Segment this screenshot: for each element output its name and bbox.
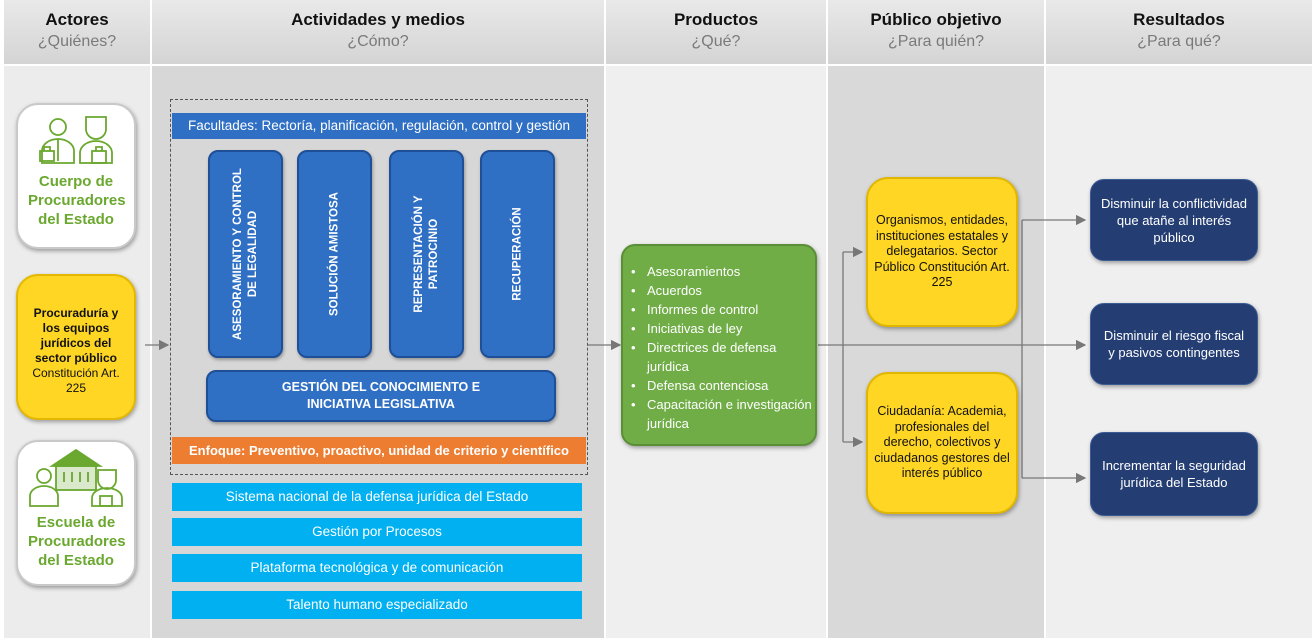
publico-ciudadania: Ciudadanía: Academia, profesionales del …	[866, 372, 1018, 514]
facultades-bar: Facultades: Rectoría, planificación, reg…	[172, 113, 586, 139]
resultado-seguridad-juridica: Incrementar la seguridad jurídica del Es…	[1090, 432, 1258, 516]
school-lawyers-icon	[29, 448, 123, 507]
header-title: Actores	[45, 10, 109, 29]
list-item: Defensa contenciosa	[631, 376, 815, 395]
list-item: Capacitación e investigación jurídica	[631, 395, 815, 433]
header-subtitle: ¿Para quién?	[887, 33, 985, 50]
pillar-label: RECUPERACIÓN	[511, 207, 523, 301]
header-publico: Público objetivo ¿Para quién?	[828, 0, 1046, 64]
medio-sistema-nacional: Sistema nacional de la defensa jurídica …	[172, 483, 582, 511]
list-item: Informes de control	[631, 300, 815, 319]
productos-list: Asesoramientos Acuerdos Informes de cont…	[623, 262, 815, 433]
lawyers-icon	[39, 116, 113, 164]
header-title: Resultados	[1133, 10, 1225, 29]
actor-label-bold: Procuraduría y los equipos jurídicos del…	[33, 306, 119, 365]
pillar-solucion-amistosa: SOLUCIÓN AMISTOSA	[297, 150, 372, 358]
header-resultados: Resultados ¿Para qué?	[1046, 0, 1312, 64]
column-publico	[828, 66, 1044, 638]
pillar-label: ASESORAMIENTO Y CONTROL DE LEGALIDAD	[231, 168, 259, 340]
header-actores: Actores ¿Quiénes?	[4, 0, 152, 64]
list-item: Acuerdos	[631, 281, 815, 300]
header-subtitle: ¿Qué?	[691, 33, 741, 50]
pillar-recuperacion: RECUPERACIÓN	[480, 150, 555, 358]
actor-label: Escuela de Procuradores del Estado	[28, 514, 126, 569]
gestion-conocimiento-box: GESTIÓN DEL CONOCIMIENTO E INICIATIVA LE…	[206, 370, 556, 422]
header-actividades: Actividades y medios ¿Cómo?	[152, 0, 606, 64]
header-subtitle: ¿Quiénes?	[37, 33, 117, 50]
medio-talento-humano: Talento humano especializado	[172, 591, 582, 619]
header-title: Productos	[673, 10, 759, 29]
activities-frame	[170, 99, 588, 475]
pillar-representacion: REPRESENTACIÓN Y PATROCINIO	[389, 150, 464, 358]
publico-organismos: Organismos, entidades, instituciones est…	[866, 177, 1018, 327]
actor-procuraduria: Procuraduría y los equipos jurídicos del…	[16, 274, 136, 420]
pillar-label: SOLUCIÓN AMISTOSA	[328, 192, 340, 316]
actor-escuela-procuradores: Escuela de Procuradores del Estado	[16, 440, 136, 586]
header-subtitle: ¿Cómo?	[347, 33, 409, 50]
resultado-conflictividad: Disminuir la conflictividad que atañe al…	[1090, 179, 1258, 261]
gestion-label: GESTIÓN DEL CONOCIMIENTO E INICIATIVA LE…	[281, 380, 481, 411]
resultado-riesgo-fiscal: Disminuir el riesgo fiscal y pasivos con…	[1090, 303, 1258, 385]
header-productos: Productos ¿Qué?	[606, 0, 828, 64]
medio-plataforma: Plataforma tecnológica y de comunicación	[172, 554, 582, 582]
header-subtitle: ¿Para qué?	[1137, 33, 1221, 50]
enfoque-bar: Enfoque: Preventivo, proactivo, unidad d…	[172, 437, 586, 464]
productos-box: Asesoramientos Acuerdos Informes de cont…	[621, 244, 817, 446]
header-title: Público objetivo	[870, 10, 1002, 29]
list-item: Directrices de defensa jurídica	[631, 338, 815, 376]
actor-label: Cuerpo de Procuradores del Estado	[28, 173, 126, 228]
pillar-label: REPRESENTACIÓN Y PATROCINIO	[412, 195, 440, 313]
header-title: Actividades y medios	[291, 10, 465, 29]
list-item: Iniciativas de ley	[631, 319, 815, 338]
medio-gestion-procesos: Gestión por Procesos	[172, 518, 582, 546]
pillar-asesoramiento: ASESORAMIENTO Y CONTROL DE LEGALIDAD	[208, 150, 283, 358]
list-item: Asesoramientos	[631, 262, 815, 281]
actor-cuerpo-procuradores: Cuerpo de Procuradores del Estado	[16, 103, 136, 249]
actor-label-sub: Constitución Art. 225	[32, 366, 120, 395]
